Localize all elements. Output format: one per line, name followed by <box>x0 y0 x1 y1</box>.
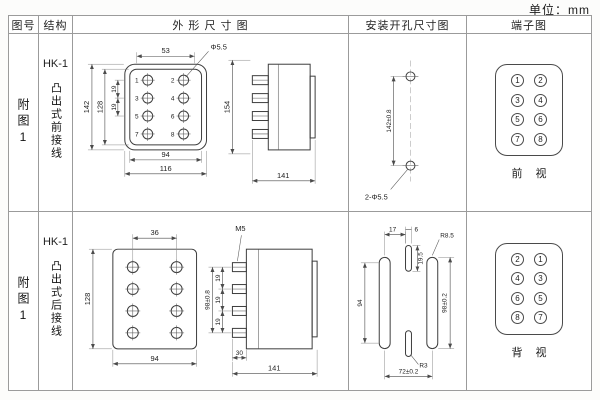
row2-terminal-cell: 2 1 4 3 6 5 8 7 背 视 <box>467 212 591 390</box>
row1-model-label: HK-1 <box>42 58 69 70</box>
terminal-circle: 5 <box>534 291 547 305</box>
terminal-circle: 3 <box>511 93 524 107</box>
row1-structure-cell: HK-1 凸出式前接线 <box>39 34 73 212</box>
dim-19a-label: 19 <box>111 85 118 93</box>
unit-label: 单位：mm <box>529 3 590 17</box>
terminal-circle: 1 <box>534 252 547 266</box>
dim-154-label: 154 <box>222 100 231 112</box>
terminal-circle: 7 <box>534 311 547 325</box>
row1-outline-drawing: 1 2 3 4 5 6 7 8 53 Φ5.5 142 <box>82 42 316 184</box>
terminal-no-2: 2 <box>171 77 175 84</box>
dim-94-label: 94 <box>357 299 364 307</box>
terminal-box-front: 1 2 3 4 5 6 7 8 <box>495 64 563 156</box>
dim-19b-label: 19 <box>111 103 118 111</box>
dim-19b-label: 19 <box>215 296 222 304</box>
row2-fig-label: 附图1 <box>16 276 30 326</box>
header-terminal-diagram: 端子图 <box>467 16 591 34</box>
row2-outline-drawing: 36 128 94 M5 <box>83 224 318 377</box>
terminal-no-7: 7 <box>135 131 139 138</box>
front-view-dimensions: 53 Φ5.5 142 128 19 19 94 <box>82 42 227 177</box>
dim-2-phi5-5-label: 2-Φ5.5 <box>365 192 388 201</box>
mounting-holes <box>402 60 419 181</box>
dim-36-label: 36 <box>151 228 159 237</box>
terminal-no-4: 4 <box>171 95 175 102</box>
dim-142-label: 142 <box>82 100 91 112</box>
dim-72-tol-label: 72±0.2 <box>399 368 419 375</box>
dim-53-label: 53 <box>162 46 170 55</box>
dim-6-label: 6 <box>414 227 418 234</box>
drawings-table: 图号 结构 外 形 尺 寸 图 安装开孔尺寸图 端子图 附图1 HK-1 凸出式… <box>8 15 592 391</box>
row2-structure-cell: HK-1 凸出式后接线 <box>39 212 73 390</box>
header-mounting-dims: 安装开孔尺寸图 <box>349 16 467 34</box>
terminal-circle: 2 <box>534 74 547 88</box>
terminal-circle: 2 <box>511 252 524 266</box>
row2-mounting-cell: 17 6 19.5 R8.5 94 98±0.2 R3 <box>349 212 467 390</box>
terminal-no-5: 5 <box>135 113 139 120</box>
row1-mounting-drawing: 142±0.8 2-Φ5.5 <box>365 60 419 201</box>
dim-94-label: 94 <box>151 354 159 363</box>
row2-outline-cell: 36 128 94 M5 <box>73 212 349 390</box>
dim-phi5-5-label: Φ5.5 <box>211 42 227 51</box>
mounting-slot-dimensions: 17 6 19.5 R8.5 94 98±0.2 R3 <box>357 227 454 380</box>
mounting-slots <box>378 244 439 358</box>
terminal-no-8: 8 <box>171 131 175 138</box>
dim-142-tol-label: 142±0.8 <box>386 108 393 132</box>
row1-terminal-cell: 1 2 3 4 5 6 7 8 前 视 <box>467 34 591 212</box>
mounting-dimensions: 142±0.8 2-Φ5.5 <box>365 75 408 201</box>
terminal-circle: 8 <box>511 311 524 325</box>
rear-side-view-body <box>231 248 318 350</box>
rear-view-body <box>112 248 198 350</box>
side-view-dimensions: 154 141 <box>222 59 316 184</box>
dim-m5-label: M5 <box>235 224 245 233</box>
side-view-body <box>251 63 316 150</box>
terminal-circle: 3 <box>534 272 547 286</box>
terminal-no-6: 6 <box>171 113 175 120</box>
row1-mounting-cell: 142±0.8 2-Φ5.5 <box>349 34 467 212</box>
rear-side-view-dimensions: M5 19 19 19 98±0.8 30 <box>205 224 318 377</box>
dim-19-5-label: 19.5 <box>417 252 424 265</box>
header-outline-dims: 外 形 尺 寸 图 <box>73 16 349 34</box>
dim-128-label: 128 <box>95 100 104 112</box>
terminal-circle: 8 <box>534 132 547 146</box>
terminal-no-1: 1 <box>135 77 139 84</box>
dim-30-label: 30 <box>236 350 244 357</box>
row1-fig-label: 附图1 <box>16 97 30 148</box>
header-structure: 结构 <box>39 16 73 34</box>
row1-fig-cell: 附图1 <box>9 34 39 212</box>
front-view-body: 1 2 3 4 5 6 7 8 <box>124 63 208 150</box>
dim-19c-label: 19 <box>215 318 222 326</box>
terminal-circle: 7 <box>511 132 524 146</box>
terminal-box-rear: 2 1 4 3 6 5 8 7 <box>495 242 563 335</box>
row1-structure-label: 凸出式前接线 <box>49 82 62 160</box>
terminal-circle: 4 <box>511 272 524 286</box>
dim-141-label: 141 <box>277 170 289 179</box>
rear-view-label: 背 视 <box>511 346 552 359</box>
rear-view-dimensions: 36 128 94 <box>83 228 197 367</box>
terminal-circle: 6 <box>511 291 524 305</box>
dim-19a-label: 19 <box>215 274 222 282</box>
dim-r8-5-label: R8.5 <box>440 233 454 240</box>
dim-94-label: 94 <box>162 149 170 158</box>
terminal-circle: 5 <box>511 113 524 127</box>
terminal-circle: 4 <box>534 93 547 107</box>
dim-98-tol-label: 98±0.2 <box>442 293 449 313</box>
dim-98-label: 98±0.8 <box>205 290 212 310</box>
row2-model-label: HK-1 <box>42 236 69 248</box>
header-fig-no: 图号 <box>9 16 39 34</box>
terminal-circle: 6 <box>534 113 547 127</box>
dim-141-label: 141 <box>268 364 280 373</box>
dim-116-label: 116 <box>160 163 172 172</box>
front-view-label: 前 视 <box>511 168 552 180</box>
row2-structure-label: 凸出式后接线 <box>49 260 62 338</box>
dim-17-label: 17 <box>389 227 397 234</box>
terminal-circle: 1 <box>511 74 524 88</box>
terminal-no-3: 3 <box>135 95 139 102</box>
row1-outline-cell: 1 2 3 4 5 6 7 8 53 Φ5.5 142 <box>73 34 349 212</box>
row2-fig-cell: 附图1 <box>9 212 39 390</box>
dim-r3-label: R3 <box>419 362 428 369</box>
row2-mounting-drawing: 17 6 19.5 R8.5 94 98±0.2 R3 <box>357 227 454 380</box>
dim-128-label: 128 <box>83 293 92 305</box>
